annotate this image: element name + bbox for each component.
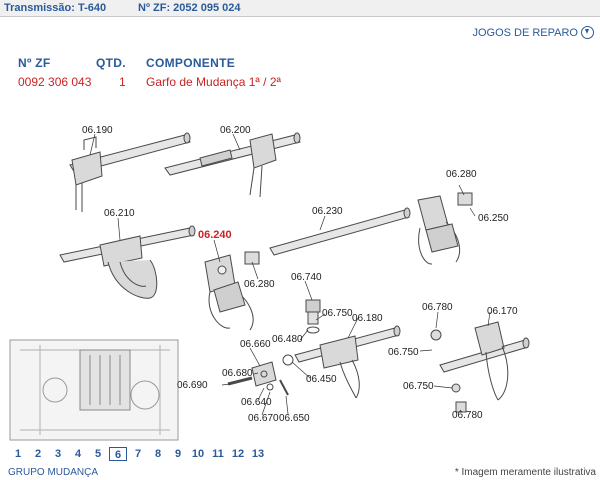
group-name: GRUPO MUDANÇA [8,467,99,478]
part-label-06690[interactable]: 06.690 [177,380,208,391]
part-label-06750-c[interactable]: 06.750 [403,381,434,392]
housing-inset-shape [9,339,179,441]
part-label-06170[interactable]: 06.170 [487,306,518,317]
part-label-06230[interactable]: 06.230 [312,206,343,217]
part-06170-shape [430,321,530,413]
part-06190-shape [69,132,191,212]
repair-kits-label: JOGOS DE REPARO [472,26,578,39]
part-06180-shape [282,325,401,399]
part-label-06780-top[interactable]: 06.780 [422,302,453,313]
page-link-4[interactable]: 4 [74,448,82,460]
part-06280-bushing-b [457,192,473,206]
download-arrow-icon [581,26,594,39]
part-label-06750-a[interactable]: 06.750 [322,308,353,319]
part-label-06190[interactable]: 06.190 [82,125,113,136]
illustrative-note: * Imagem meramente ilustrativa [454,467,596,478]
page-link-7[interactable]: 7 [134,448,142,460]
page-link-5[interactable]: 5 [94,448,102,460]
part-06250-shape [417,195,461,265]
page-navigation: 1 2 3 4 5 6 7 8 9 10 11 12 13 [8,447,268,461]
part-06200-shape [164,132,301,198]
col-header-zf: Nº ZF [18,56,51,70]
part-06660-shape [227,361,289,396]
page-link-11[interactable]: 11 [212,448,224,460]
part-label-06200[interactable]: 06.200 [220,125,251,136]
repair-kits-link[interactable]: JOGOS DE REPARO [472,26,594,39]
row-zf: 0092 306 043 [18,75,92,89]
page-link-8[interactable]: 8 [154,448,162,460]
part-label-06680[interactable]: 06.680 [222,368,253,379]
part-06240-shape [204,254,254,331]
part-label-06740[interactable]: 06.740 [291,272,322,283]
part-06740-shape [305,299,321,334]
part-label-06750-b[interactable]: 06.750 [388,347,419,358]
part-label-06280-top[interactable]: 06.280 [446,169,477,180]
zf-number-title: Nº ZF: 2052 095 024 [138,2,241,14]
row-component: Garfo de Mudança 1ª / 2ª [146,75,281,89]
page-link-6-active[interactable]: 6 [109,447,127,461]
col-header-component: COMPONENTE [146,56,236,70]
part-label-06660[interactable]: 06.660 [240,339,271,350]
part-label-06240[interactable]: 06.240 [198,229,232,241]
part-06280-bushing-a [244,251,260,265]
part-label-06250[interactable]: 06.250 [478,213,509,224]
page-link-1[interactable]: 1 [14,448,22,460]
part-label-06280-bottom[interactable]: 06.280 [244,279,275,290]
part-06230-shape [269,207,411,256]
part-label-06780-bottom[interactable]: 06.780 [452,410,483,421]
part-label-06650[interactable]: 06.650 [279,413,310,424]
part-label-06480[interactable]: 06.480 [272,334,303,345]
transmission-title: Transmissão: T-640 [4,2,107,14]
page-link-9[interactable]: 9 [174,448,182,460]
page-link-13[interactable]: 13 [251,448,265,460]
page-link-3[interactable]: 3 [54,448,62,460]
part-label-06210[interactable]: 06.210 [104,208,135,219]
row-qty: 1 [119,75,126,89]
part-label-06640[interactable]: 06.640 [241,397,272,408]
part-label-06180[interactable]: 06.180 [352,313,383,324]
part-06210-shape [59,225,196,299]
page-link-2[interactable]: 2 [34,448,42,460]
col-header-qty: QTD. [96,56,126,70]
page-link-12[interactable]: 12 [231,448,245,460]
header-bar: Transmissão: T-640 Nº ZF: 2052 095 024 [0,0,600,17]
part-label-06450[interactable]: 06.450 [306,374,337,385]
page-link-10[interactable]: 10 [191,448,205,460]
part-label-06670[interactable]: 06.670 [248,413,279,424]
